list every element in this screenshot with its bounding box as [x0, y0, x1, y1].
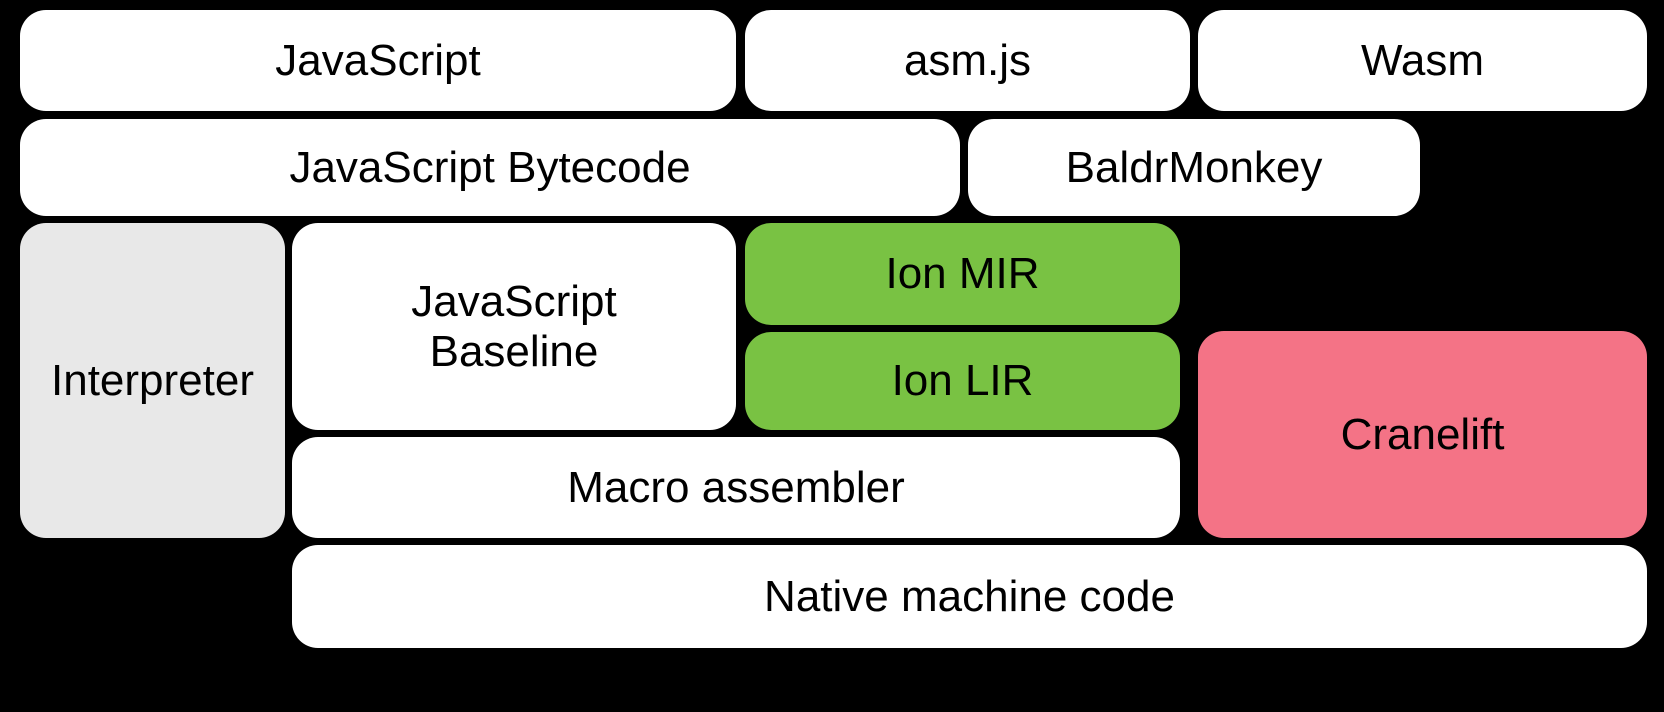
- node-macro-assembler: Macro assembler: [292, 437, 1180, 538]
- node-javascript-bytecode: JavaScript Bytecode: [20, 119, 960, 216]
- node-native-machine-code: Native machine code: [292, 545, 1647, 648]
- node-ion-mir: Ion MIR: [745, 223, 1180, 325]
- node-javascript: JavaScript: [20, 10, 736, 111]
- node-ion-lir: Ion LIR: [745, 332, 1180, 430]
- node-interpreter: Interpreter: [20, 223, 285, 538]
- node-cranelift: Cranelift: [1198, 331, 1647, 538]
- node-asmjs: asm.js: [745, 10, 1190, 111]
- node-javascript-baseline: JavaScript Baseline: [292, 223, 736, 430]
- node-baldrmonkey: BaldrMonkey: [968, 119, 1420, 216]
- node-wasm: Wasm: [1198, 10, 1647, 111]
